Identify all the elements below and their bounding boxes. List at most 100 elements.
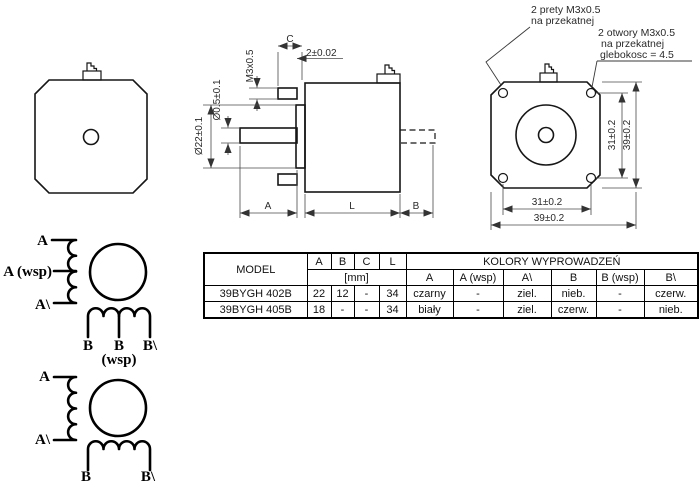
cell-color: czerw.: [550, 301, 597, 319]
header-color-a-bar: A\: [502, 269, 552, 286]
dim-label-offset: 2±0.02: [306, 48, 337, 59]
header-color-b: B: [550, 269, 597, 286]
header-dim-a: A: [306, 252, 332, 270]
spec-table: MODEL A B C L KOLORY WYPROWADZEŃ [mm] A …: [203, 252, 699, 319]
wsp-caption: (wsp): [101, 352, 136, 368]
cell-color: ziel.: [502, 301, 552, 319]
header-model: MODEL: [203, 252, 308, 286]
cell-color: biały: [405, 301, 454, 319]
dim-label-b: B: [413, 201, 420, 212]
cell-color: nieb.: [643, 301, 699, 319]
holes-note-line1: 2 otwory M3x0.5: [598, 27, 675, 39]
rear-view-shaft-circle: [537, 126, 555, 144]
rear-view-connector: [539, 72, 558, 83]
cell-dim: -: [353, 301, 380, 319]
cell-color: -: [595, 285, 645, 302]
mounting-hole: [585, 87, 597, 99]
cell-color: -: [595, 301, 645, 319]
header-unit: [mm]: [306, 269, 407, 286]
header-color-a: A: [405, 269, 454, 286]
cell-color: -: [452, 301, 504, 319]
cell-dim: 12: [330, 285, 355, 302]
cell-dim: 18: [306, 301, 332, 319]
side-view-body: [304, 82, 401, 193]
dim-label-l: L: [349, 201, 355, 212]
lead-label-b: B: [83, 338, 93, 354]
dim-label-thread: M3x0.5: [245, 49, 256, 82]
dim-label-a: A: [265, 201, 272, 212]
rear-view-boss-circle: [515, 104, 577, 166]
front-view-body: [34, 79, 148, 194]
rear-view-connector-pins: [544, 63, 555, 73]
header-dim-c: C: [353, 252, 380, 270]
table-row: 39BYGH 402B 22 12 - 34 czarny - ziel. ni…: [203, 285, 699, 302]
lead-label-a-bar: A\: [35, 297, 51, 313]
side-view-rear-shaft-dashed: [400, 129, 436, 144]
rotor-circle: [88, 242, 148, 302]
lead-label-a: A: [37, 233, 48, 249]
cell-color: czarny: [405, 285, 454, 302]
dim-label-holes-h: 31±0.2: [532, 197, 563, 208]
holes-note-line2: na przekatnej: [601, 38, 664, 50]
lead-label-b-bar: B\: [143, 338, 158, 354]
mounting-hole: [497, 172, 509, 184]
dim-label-shaft-dia: Ø0.5±0.1: [212, 79, 223, 121]
cell-model: 39BYGH 405B: [203, 301, 308, 319]
studs-note-leader: [485, 26, 531, 86]
header-color-b-bar: B\: [643, 269, 699, 286]
holes-note-line3: glebokosc = 4.5: [600, 49, 674, 61]
front-view-connector: [82, 70, 102, 81]
holes-note-leader: [591, 60, 598, 88]
mounting-hole: [497, 87, 509, 99]
lead-label-a-wsp: A (wsp): [3, 264, 52, 280]
rotor-circle: [88, 378, 148, 438]
cell-dim: -: [330, 301, 355, 319]
lead-label-b-bar: B\: [141, 469, 156, 485]
lead-label-b: B: [81, 469, 91, 485]
dim-label-body-v: 39±0.2: [622, 119, 633, 150]
cell-dim: -: [353, 285, 380, 302]
rear-view: 31±0.2 39±0.2 31±0.2 39±0.2: [490, 63, 642, 230]
header-color-b-wsp: B (wsp): [595, 269, 645, 286]
header-colors: KOLORY WYPROWADZEŃ: [405, 252, 699, 270]
side-view-stud-top: [277, 87, 298, 100]
cell-color: nieb.: [550, 285, 597, 302]
cell-dim: 34: [378, 301, 407, 319]
phase-a-coil: [52, 375, 78, 442]
side-view-shaft: [239, 127, 298, 144]
side-view: C 2±0.02 M3x0.5 Ø0.5±0.1 Ø22±0.1 A L B: [194, 34, 436, 218]
lead-label-a-bar: A\: [35, 432, 51, 448]
front-view-shaft-circle: [82, 128, 100, 146]
cell-color: -: [452, 285, 504, 302]
cell-model: 39BYGH 402B: [203, 285, 308, 302]
side-view-front-plate: [295, 104, 306, 169]
side-view-connector-pins: [384, 64, 396, 74]
cell-color: czerw.: [643, 285, 699, 302]
dim-label-holes-v: 31±0.2: [607, 119, 618, 150]
mounting-hole: [585, 172, 597, 184]
front-view-connector-pins: [86, 62, 98, 71]
wiring-diagram-bipolar: A A\ B B\: [35, 369, 156, 485]
front-view: [34, 62, 148, 194]
header-dim-l: L: [378, 252, 407, 270]
side-view-connector: [376, 73, 401, 84]
cell-dim: 34: [378, 285, 407, 302]
header-color-a-wsp: A (wsp): [452, 269, 504, 286]
annotations: 2 prety M3x0.5 na przekatnej 2 otwory M3…: [485, 4, 692, 88]
table-row: 39BYGH 405B 18 - - 34 biały - ziel. czer…: [203, 301, 699, 319]
side-view-stud-bottom: [277, 173, 298, 186]
studs-note-line1: 2 prety M3x0.5: [531, 4, 601, 16]
dim-label-boss-dia: Ø22±0.1: [194, 116, 205, 155]
cell-color: ziel.: [502, 285, 552, 302]
rear-view-body: [490, 81, 601, 189]
phase-b-coil: [86, 440, 152, 472]
table-header-row-1: MODEL A B C L KOLORY WYPROWADZEŃ: [203, 252, 699, 286]
lead-label-b-center: B: [114, 338, 124, 354]
dim-label-c: C: [286, 34, 293, 45]
dim-label-body-h: 39±0.2: [534, 213, 565, 224]
cell-dim: 22: [306, 285, 332, 302]
lead-label-a: A: [39, 369, 50, 385]
studs-note-line2: na przekatnej: [531, 15, 594, 27]
